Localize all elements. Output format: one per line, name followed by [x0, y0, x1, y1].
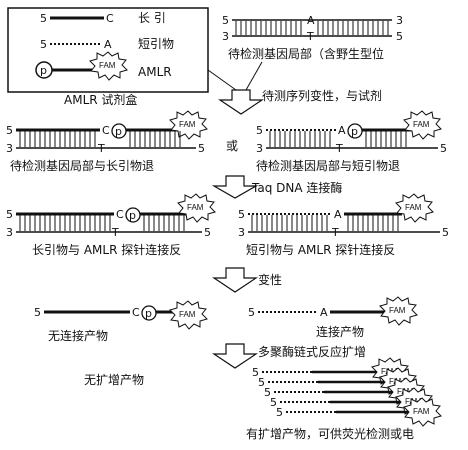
kit-long-C: C: [106, 12, 114, 25]
or-label: 或: [226, 139, 238, 153]
no-ligation-product: 5 C p FAM 无连接产物: [34, 300, 208, 343]
ligate-short-fam: FAM: [405, 203, 422, 212]
ligate-short-5: 5: [238, 208, 245, 221]
ligate-short-5-end: 5: [442, 226, 449, 239]
ligate-short-T: T: [331, 226, 339, 239]
noligate-C: C: [132, 306, 140, 319]
anneal-long-fam: FAM: [179, 120, 196, 129]
arrow-3: [212, 267, 258, 293]
ligase-label: Taq DNA 连接酶: [251, 180, 342, 195]
anneal-long-T: T: [97, 142, 105, 155]
template-3: 3: [222, 30, 229, 43]
kit-title: AMLR 试剂盒: [64, 92, 137, 107]
anneal-long-caption: 待检测基因局部与长引物退: [10, 158, 154, 173]
ligated-fam: FAM: [389, 306, 406, 315]
amp-product-5: 5: [258, 376, 265, 389]
anneal-short-caption: 待检测基因局部与短引物退: [256, 158, 400, 173]
noligate-fam: FAM: [179, 310, 196, 319]
pcr-label: 多聚酶链式反应扩增: [258, 344, 366, 359]
template-duplex: 5 3 A T 3 5 待检测基因局部（含野生型位: [222, 14, 403, 61]
kit-short-5: 5: [40, 38, 47, 51]
arrow-1: [218, 89, 264, 115]
ligate-short: 5 3 A FAM T 5 短引物与 AMLR 探针连接反: [238, 193, 449, 257]
template-5-end: 5: [396, 30, 403, 43]
ligation-product: 5 A FAM 连接产物: [248, 296, 418, 339]
amp-product-5: 5: [270, 396, 277, 409]
denature-label: 变性: [258, 272, 282, 287]
template-caption: 待检测基因局部（含野生型位: [228, 46, 384, 61]
ligate-short-3: 3: [238, 226, 245, 239]
amp-product-5: 5: [252, 366, 259, 379]
kit-long-5: 5: [40, 12, 47, 25]
anneal-long-C: C: [102, 124, 110, 137]
ligate-long-p: p: [129, 209, 136, 222]
ligate-long-T: T: [111, 226, 119, 239]
anneal-short-p: p: [351, 125, 358, 138]
anneal-long-5: 5: [6, 124, 13, 137]
template-T: T: [306, 30, 314, 43]
amp-product-5: 5: [276, 406, 283, 419]
kit-box: 5 C 长 引 5 A 短引物 p FAM AMLR: [7, 7, 209, 93]
amplification-products: 5FAM5FAM5FAM5FAM5FAM: [252, 357, 442, 427]
merge-line-right: [245, 61, 263, 91]
ligate-long-caption: 长引物与 AMLR 探针连接反: [32, 242, 181, 257]
amp-product-5: 5: [264, 386, 271, 399]
kit-probe-p: p: [40, 64, 47, 77]
anneal-short-fam: FAM: [413, 120, 430, 129]
template-5: 5: [222, 14, 229, 27]
variant-note: 待测序列变性，与试剂: [262, 88, 382, 103]
anneal-short-A: A: [338, 124, 346, 137]
arrow-denature-mix: 待测序列变性，与试剂 AMLR 试剂盒: [64, 61, 382, 115]
template-A: A: [307, 14, 315, 27]
ligate-long-5-end: 5: [204, 226, 211, 239]
kit-box-border: [7, 7, 209, 93]
anneal-short-5-end: 5: [440, 142, 447, 155]
anneal-short: 5 3 A p FAM T 5 待检测基因局部与短引物退: [256, 110, 447, 173]
no-amp-caption: 无扩增产物: [84, 373, 144, 387]
amp-result-caption: 有扩增产物，可供荧光检测或电: [246, 426, 414, 441]
anneal-long: 5 3 C p FAM T 5 待检测基因局部与长引物退: [6, 110, 208, 173]
kit-probe-label: AMLR: [138, 65, 172, 79]
arrow-2: [211, 175, 259, 199]
ligate-short-caption: 短引物与 AMLR 探针连接反: [246, 242, 395, 257]
kit-short-primer-label: 短引物: [138, 37, 174, 51]
kit-fam-label: FAM: [99, 61, 116, 70]
ligation-product-caption: 连接产物: [316, 324, 364, 339]
ligate-long: 5 3 C p FAM T 5 长引物与 AMLR 探针连接反: [6, 193, 216, 257]
ligated-A: A: [320, 306, 328, 319]
ligate-long-5: 5: [6, 208, 13, 221]
kit-short-A: A: [104, 38, 112, 51]
ligated-5: 5: [248, 306, 255, 319]
amp-product-fam: FAM: [413, 407, 430, 416]
kit-long-primer-label: 长 引: [138, 11, 166, 25]
anneal-short-3: 3: [256, 142, 263, 155]
anneal-long-p: p: [115, 125, 122, 138]
ligate-short-A: A: [334, 208, 342, 221]
merge-line-left: [207, 69, 237, 91]
anneal-long-5-end: 5: [198, 142, 205, 155]
arrow-4: [212, 343, 258, 369]
anneal-short-5: 5: [256, 124, 263, 137]
anneal-short-T: T: [335, 142, 343, 155]
template-3-end: 3: [396, 14, 403, 27]
ligate-long-C: C: [116, 208, 124, 221]
noligate-5: 5: [34, 306, 41, 319]
noligate-p: p: [145, 307, 152, 320]
anneal-long-3: 3: [6, 142, 13, 155]
ligate-long-fam: FAM: [187, 203, 204, 212]
ligate-long-3: 3: [6, 226, 13, 239]
no-ligation-caption: 无连接产物: [48, 328, 108, 343]
